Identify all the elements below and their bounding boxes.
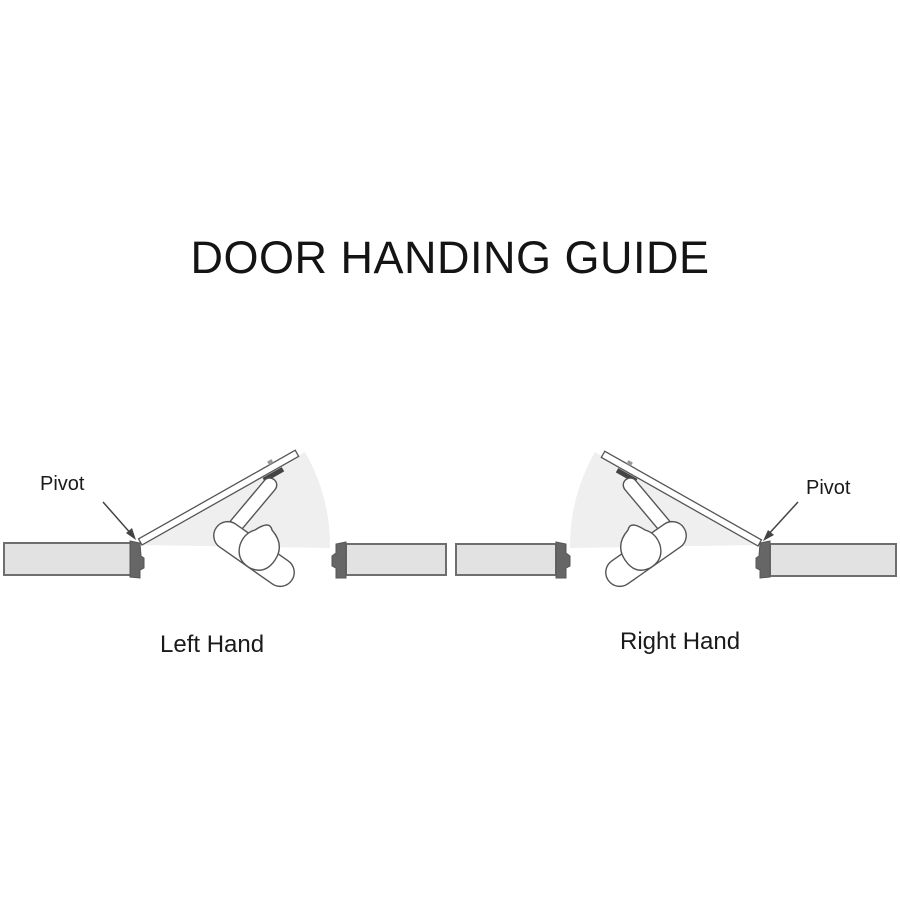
right-wall	[769, 543, 897, 577]
right-pivot-jamb	[755, 540, 771, 579]
left-hand-label: Left Hand	[160, 631, 265, 658]
center-jamb-left	[331, 541, 347, 579]
left-wall	[3, 542, 133, 576]
right-hand-diagram	[455, 450, 897, 588]
center-jamb-right	[555, 541, 571, 579]
right-swing-area	[569, 452, 760, 548]
left-hand-diagram	[3, 449, 447, 588]
page-title: DOOR HANDING GUIDE	[190, 232, 710, 283]
left-pivot-jamb	[129, 540, 145, 579]
left-handle	[213, 477, 295, 588]
center-wall-right	[455, 543, 557, 576]
center-wall-left	[345, 543, 447, 576]
right-handle	[605, 477, 687, 588]
right-pivot-label: Pivot	[806, 477, 851, 499]
left-pivot-label: Pivot	[40, 473, 85, 495]
left-swing-area	[140, 452, 331, 548]
right-hand-label: Right Hand	[620, 628, 741, 655]
